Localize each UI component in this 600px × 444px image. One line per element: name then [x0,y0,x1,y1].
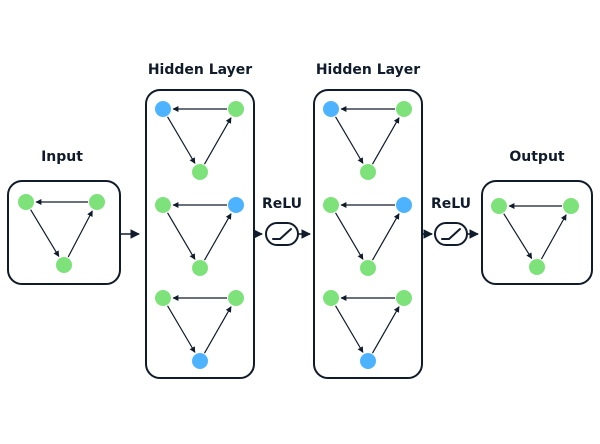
input-graph-edge [67,210,93,258]
output-graph-node [529,259,545,275]
hidden1-graph-2-edge [167,212,196,260]
relu-curve-icon [272,228,292,240]
input-graph-edge [30,209,60,257]
output-label: Output [509,149,565,165]
hidden-layer-1-label: Hidden Layer [147,62,253,78]
hidden2-graph-1-node [323,101,339,117]
hidden1-graph-1-node [228,101,244,117]
relu-activation-2 [434,222,468,246]
hidden2-graph-1-node [396,101,412,117]
hidden-layer-1-panel [145,89,255,379]
hidden1-graph-2-node [155,197,171,213]
relu-curve-icon [441,228,461,240]
hidden2-graph-2-node [360,260,376,276]
hidden2-graph-2-node [323,197,339,213]
hidden2-graph-3-edge [371,306,400,354]
hidden1-graph-3-node [192,353,208,369]
hidden1-graph-2-node [228,197,244,213]
hidden1-graph-3-node [228,290,244,306]
hidden-layer-2-label: Hidden Layer [315,62,421,78]
input-graph-node [56,257,72,273]
relu-label-2: ReLU [430,196,472,212]
input-graph-node [89,194,105,210]
hidden1-graph-2-edge [203,213,232,261]
hidden1-graph-1-node [192,164,208,180]
hidden2-graph-3-node [360,353,376,369]
output-graph-edge [540,214,567,260]
hidden1-graph-2-node [192,260,208,276]
relu-label-1: ReLU [261,196,303,212]
hidden2-graph-2-node [396,197,412,213]
relu-activation-1 [265,222,299,246]
input-label: Input [41,149,83,165]
hidden2-graph-3-edge [335,305,364,353]
hidden2-graph-1-edge [371,117,400,165]
hidden2-graph-3-node [323,290,339,306]
hidden2-graph-2-edge [335,212,364,260]
output-graph-edge [503,213,533,260]
hidden1-graph-3-edge [203,306,232,354]
hidden2-graph-1-node [360,164,376,180]
output-graph-node [563,198,579,214]
hidden1-graph-3-edge [167,305,196,353]
hidden1-graph-1-edge [167,116,196,164]
hidden1-graph-3-node [155,290,171,306]
hidden1-graph-1-node [155,101,171,117]
output-graph-node [491,198,507,214]
hidden2-graph-1-edge [335,116,364,164]
node-graphs [18,101,579,369]
hidden-layer-2-panel [313,89,423,379]
hidden2-graph-2-edge [371,213,400,261]
input-graph-node [18,194,34,210]
hidden1-graph-1-edge [203,117,232,165]
hidden2-graph-3-node [396,290,412,306]
